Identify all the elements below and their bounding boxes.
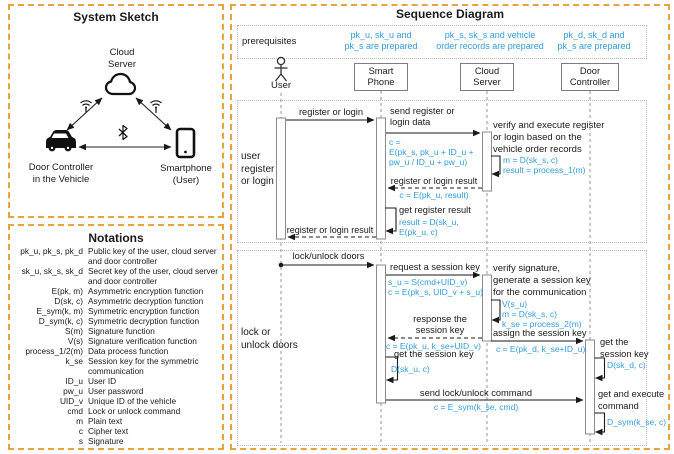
notation-row: E_sym(k, m)Symmetric encryption function (36, 306, 200, 316)
note-door-get-key: get the session key (600, 337, 649, 359)
prerequisites-label: prerequisites (242, 36, 297, 47)
actor-door-controller: Door Controller (561, 63, 619, 91)
car-icon (46, 130, 76, 152)
msg-phone-get-key: get the session key (394, 349, 474, 359)
note-verify-register: verify and execute register or login bas… (493, 120, 605, 155)
msg-result-to-user: register or login result (286, 225, 374, 235)
msg-assign-session-key: assign the session key (493, 328, 587, 338)
door-controller-label: Door Controller in the Vehicle (28, 162, 94, 185)
selfloop-door-exec (594, 412, 606, 436)
msg-register-or-login: register or login (298, 107, 364, 117)
link-car-cloud (66, 97, 103, 131)
selfloop-cloud-verify-sig (491, 299, 501, 324)
section2-label: lock or unlock doors (241, 327, 298, 351)
bluetooth-icon (118, 124, 128, 141)
selfloop-door-get-key (594, 357, 606, 382)
notation-row: D(sk, c)Asymmetric decryption function (54, 296, 204, 306)
actor-cloud-server: Cloud Server (460, 63, 514, 91)
user-actor-icon (274, 56, 288, 82)
code-verify-signature: V(s_u) m = D(sk_s, c) k_se = process_2(m… (502, 299, 582, 329)
activation-phone-s2 (376, 264, 386, 404)
system-sketch-title: System Sketch (73, 10, 159, 24)
lock-unlock-section-box (237, 250, 647, 446)
code-phone-get-key: D(sk_u, c) (391, 364, 430, 374)
code-get-register-result: result = D(sk_u, E(pk_u, c) (399, 217, 459, 237)
activation-user-s1 (276, 117, 286, 240)
prereq-cloud-note: pk_s, sk_s and vehicle order records are… (436, 30, 544, 51)
code-send-lock-command: c = E_sym(k_se, cmd) (433, 402, 519, 412)
msg-send-register-data: send register or login data (390, 106, 455, 127)
prerequisites-box (237, 25, 647, 59)
smartphone-icon (175, 127, 196, 159)
wifi-icon (80, 100, 92, 113)
msg-response-session-key: response the session key (413, 314, 467, 335)
prereq-door-note: pk_d, sk_d and pk_s are prepared (557, 30, 631, 51)
msg-send-lock-command: send lock/unlock command (419, 388, 533, 398)
notation-row: V(s)Signature verification function (67, 336, 197, 346)
actor-smart-phone: Smart Phone (354, 63, 408, 91)
notation-row: S(m)Signature function (65, 326, 155, 336)
actor-user-label: User (270, 80, 292, 91)
msg-get-register-result: get register result (399, 205, 471, 215)
msg-lock-unlock-doors: lock/unlock doors (292, 251, 365, 261)
notation-row: E(pk, m)Asymmetric encryption function (51, 286, 204, 296)
code-verify-register: m = D(sk_s, c) result = process_1(m) (503, 155, 586, 175)
note-get-execute-command: get and execute command (598, 389, 665, 411)
notation-row: process_1/2(m)Data process function (25, 346, 169, 356)
code-door-get-key: D(sk_d, c) (607, 360, 646, 370)
selfloop-phone-get-key (385, 356, 399, 384)
sequence-diagram-title: Sequence Diagram (395, 7, 505, 21)
activation-cloud-s2 (482, 274, 492, 342)
msg-register-result: register or login result (390, 176, 478, 186)
code-response-session-key: c = E(pk_u, k_se+UID_v) (386, 341, 481, 351)
link-cloud-phone (135, 97, 172, 131)
register-login-section-box (237, 100, 647, 243)
activation-cloud-s1 (482, 131, 492, 192)
wifi-icon (150, 100, 162, 113)
cloud-server-label: Cloud Server (108, 47, 136, 70)
code-register-result: c = E(pk_u, result) (399, 190, 469, 200)
code-request-session-key: s_u = S(cmd+UID_v) c = E(pk_s, UID_v + s… (388, 277, 483, 297)
code-send-register-data: c = E(pk_s, pk_u + ID_u + pw_u / ID_u + … (389, 137, 474, 167)
smartphone-label: Smartphone (User) (160, 163, 212, 186)
activation-phone-s1 (376, 117, 386, 240)
prereq-phone-note: pk_u, sk_u and pk_s are prepared (344, 30, 418, 51)
selfloop-phone-get-result (385, 207, 397, 235)
notation-row: D_sym(k, c)Symmetric decryption function (38, 316, 200, 326)
section1-label: user register or login (241, 151, 275, 187)
selfloop-cloud-verify (491, 155, 501, 178)
code-get-execute-command: D_sym(k_se, c) (607, 417, 667, 427)
code-assign-session-key: c = E(pk_d, k_se+ID_u) (496, 344, 586, 354)
notations-panel (8, 224, 224, 450)
note-verify-signature: verify signature, generate a session key… (493, 263, 591, 298)
cloud-icon (104, 72, 137, 96)
activation-door-s2 (585, 339, 595, 435)
notations-title: Notations (88, 231, 144, 245)
msg-request-session-key: request a session key (390, 262, 480, 272)
system-sketch-panel (8, 4, 224, 218)
